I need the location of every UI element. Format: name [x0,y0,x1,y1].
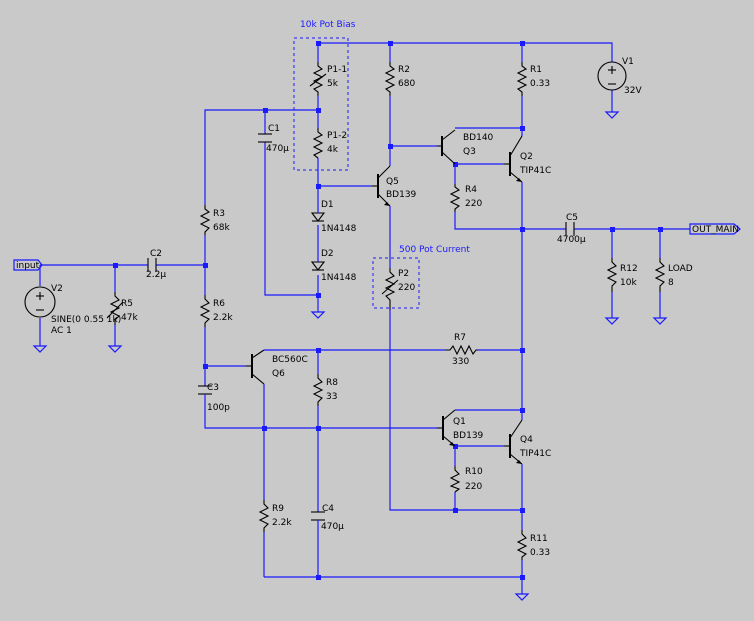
r3-value: 68k [213,223,230,233]
ground-icon [652,317,668,325]
load-value: 8 [668,278,674,288]
r1-label: R1 [530,65,542,75]
c4-label: C4 [322,504,334,514]
current-pot-title: 500 Pot Current [399,245,470,255]
bias-pot-box [293,37,349,171]
r6-label: R6 [213,299,225,309]
wires [39,42,690,594]
p2-value: 220 [398,283,415,293]
c4-value: 470µ [321,522,344,532]
d2-label: D2 [321,249,334,259]
r7-label: R7 [454,333,466,343]
r6-value: 2.2k [213,313,233,323]
c3-value: 100p [207,403,230,413]
p2-label: P2 [398,269,409,279]
c3-label: C3 [207,383,219,393]
resistors [109,62,666,560]
d1-label: D1 [321,200,334,210]
ground-icon [32,345,48,353]
q4-label: Q4 [520,435,533,445]
q6-label: Q6 [272,369,285,379]
p1-2-value: 4k [327,145,339,155]
v1-value: 32V [624,86,642,96]
r8-value: 33 [326,392,337,402]
r10-label: R10 [465,467,483,477]
bias-pot-title: 10k Pot Bias [300,20,356,30]
d2-type: 1N4148 [321,273,357,283]
c5-value: 4700µ [557,235,586,245]
r4-label: R4 [465,185,477,195]
r12-value: 10k [620,278,637,288]
v2-value-ac: AC 1 [51,326,72,336]
ground-icon [604,317,620,325]
c1-label: C1 [268,124,280,134]
q2-label: Q2 [520,152,533,162]
svg-text:OUT_MAIN: OUT_MAIN [692,225,739,235]
r1-value: 0.33 [530,79,550,89]
r3-label: R3 [213,209,225,219]
q5-type: BD139 [386,190,417,200]
ground-icon [604,111,620,119]
q6-type: BC560C [272,355,308,365]
c2-label: C2 [150,249,162,259]
grounds [32,111,668,601]
q5-label: Q5 [386,177,399,187]
p1-1-value: 5k [327,79,339,89]
q1-type: BD139 [453,431,484,441]
r5-value: 47k [121,313,138,323]
r12-label: R12 [620,264,638,274]
r2-value: 680 [398,79,415,89]
r10-value: 220 [465,482,482,492]
p1-1-label: P1-1 [327,65,347,75]
p1-1-arrow-icon [309,73,327,87]
p2-arrow-icon [381,279,399,295]
r11-label: R11 [530,534,548,544]
v2-label: V2 [51,284,63,294]
junctions [113,41,663,580]
ground-icon [514,593,530,601]
p1-2-label: P1-2 [327,131,347,141]
q2-type: TIP41C [519,166,551,176]
r11-value: 0.33 [530,548,550,558]
ground-icon [310,311,326,319]
q1-label: Q1 [453,417,466,427]
c1-value: 470µ [266,144,289,154]
v2-value-sine: SINE(0 0.55 1k) [51,315,121,325]
r9-label: R9 [272,504,284,514]
c2-value: 2.2µ [146,270,166,280]
r8-label: R8 [326,378,338,388]
v1-label: V1 [622,57,634,67]
r9-value: 2.2k [272,518,292,528]
capacitors [147,133,575,524]
r4-value: 220 [465,199,482,209]
r2-label: R2 [398,65,410,75]
input-port: input [13,259,43,271]
r5-label: R5 [121,299,133,309]
r7-value: 330 [452,357,469,367]
voltage-sources [24,61,627,318]
q4-type: TIP41C [519,449,551,459]
q3-type: BD140 [463,133,494,143]
component-labels: P1-1 5k P1-2 4k R2 680 R1 0.33 V1 32V C1… [51,57,693,558]
svg-text:input: input [16,261,40,271]
d1-type: 1N4148 [321,224,357,234]
c5-label: C5 [566,213,578,223]
r5-arrow-icon [106,301,124,319]
ground-icon [107,345,123,353]
output-port: OUT_MAIN [689,223,741,235]
load-label: LOAD [668,264,693,274]
q3-label: Q3 [463,147,476,157]
transistors [246,129,523,465]
diodes [310,205,326,271]
